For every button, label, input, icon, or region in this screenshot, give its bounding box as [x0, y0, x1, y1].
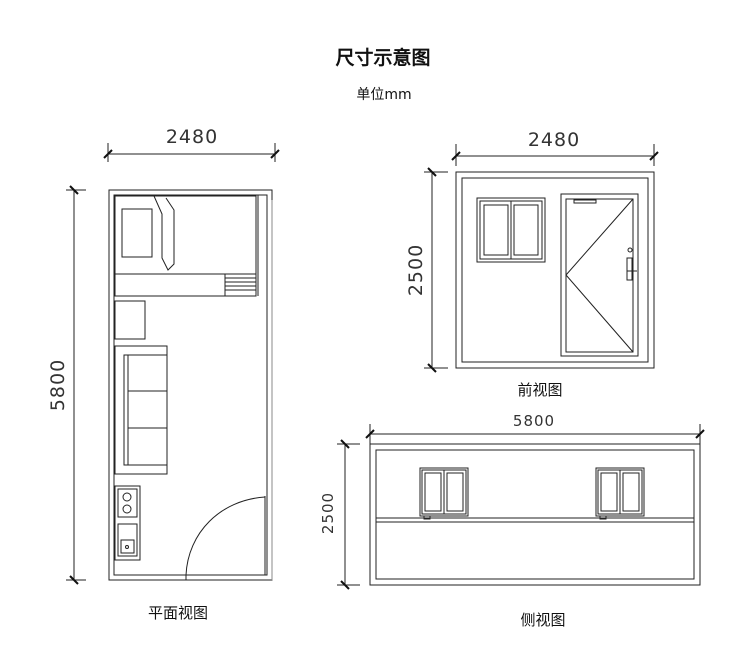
plan-width-label: 2480	[166, 126, 218, 148]
front-height-dimension: 2500	[405, 167, 448, 373]
plan-door	[119, 496, 266, 580]
side-length-dimension: 5800	[365, 412, 705, 444]
plan-outer-wall	[108, 189, 273, 581]
unit-label: 单位mm	[356, 87, 411, 103]
diagram-title: 尺寸示意图	[335, 46, 430, 69]
side-height-label: 2500	[319, 492, 337, 534]
front-width-label: 2480	[528, 129, 580, 151]
front-view: 2480 2500	[405, 129, 659, 399]
side-outer-frame	[369, 443, 701, 586]
front-door	[560, 193, 639, 357]
side-window-left	[419, 467, 469, 520]
front-outer-frame	[455, 171, 655, 369]
plan-length-label: 5800	[47, 359, 69, 411]
front-window	[476, 197, 546, 263]
plan-inner-wall	[113, 194, 268, 576]
side-view-caption: 侧视图	[520, 611, 565, 629]
bedside-table	[114, 300, 146, 340]
side-view: 5800 2500	[319, 412, 705, 629]
side-length-label: 5800	[513, 412, 555, 430]
side-height-dimension: 2500	[319, 439, 360, 590]
bed	[114, 195, 257, 297]
side-inner-frame	[375, 449, 695, 580]
plan-view: 2480 5800	[47, 126, 280, 622]
sofa	[114, 345, 168, 475]
front-view-caption: 前视图	[517, 381, 562, 399]
door-handle	[626, 257, 633, 281]
front-width-dimension: 2480	[451, 129, 659, 166]
plan-length-dimension: 5800	[47, 185, 86, 585]
pillow	[121, 208, 153, 258]
stove	[117, 488, 138, 518]
front-height-label: 2500	[405, 244, 427, 296]
front-inner-frame	[461, 177, 649, 363]
plan-view-caption: 平面视图	[148, 604, 208, 622]
side-window-right	[595, 467, 645, 520]
plan-width-dimension: 2480	[103, 126, 280, 162]
sink	[117, 523, 138, 557]
kitchen-counter	[114, 485, 141, 561]
